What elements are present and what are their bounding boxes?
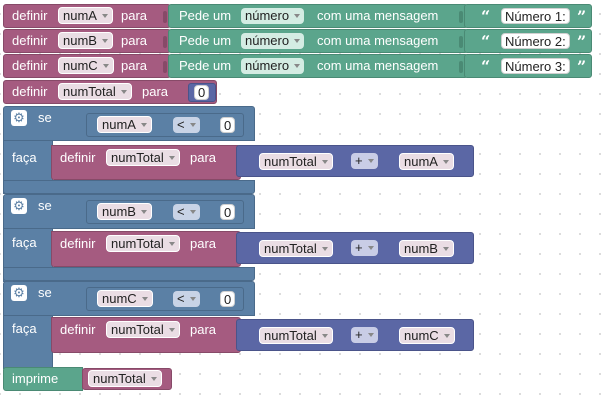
operator-dropdown[interactable]: < bbox=[173, 117, 200, 133]
set-keyword: definir bbox=[12, 8, 48, 23]
set-numTotal-block[interactable]: definir numTotal para bbox=[3, 80, 217, 104]
compare-block-2[interactable]: numB < 0 bbox=[86, 200, 244, 224]
number-field[interactable]: 0 bbox=[220, 204, 236, 220]
close-quote-icon: ” bbox=[577, 7, 587, 26]
number-field[interactable]: 0 bbox=[194, 85, 210, 100]
print-block[interactable]: imprime bbox=[3, 367, 83, 391]
input-socket bbox=[459, 36, 463, 48]
operator-dropdown[interactable]: + bbox=[351, 327, 378, 343]
text-block-2[interactable]: “ Número 2: ” bbox=[464, 29, 592, 53]
variable-dropdown-numA[interactable]: numA bbox=[97, 116, 152, 133]
gear-icon[interactable]: ⚙ bbox=[11, 198, 27, 214]
prompt-type-dropdown[interactable]: número bbox=[241, 33, 305, 49]
open-quote-icon: “ bbox=[481, 32, 491, 51]
variable-dropdown-numTotal[interactable]: numTotal bbox=[259, 240, 333, 257]
prompt-type-dropdown[interactable]: número bbox=[241, 58, 305, 74]
number-block[interactable]: 0 bbox=[188, 83, 216, 102]
set-keyword: definir bbox=[60, 322, 96, 337]
if-keyword: se bbox=[38, 285, 52, 300]
variable-dropdown-numTotal[interactable]: numTotal bbox=[58, 83, 132, 100]
set-numTotal-block[interactable]: definir numTotal para bbox=[51, 231, 241, 267]
if-foot-1 bbox=[3, 180, 255, 194]
to-keyword: para bbox=[121, 58, 148, 73]
variable-dropdown-numB[interactable]: numB bbox=[97, 203, 152, 220]
gear-icon[interactable]: ⚙ bbox=[11, 110, 27, 126]
compare-block-3[interactable]: numC < 0 bbox=[86, 287, 244, 311]
input-socket bbox=[163, 61, 167, 73]
operator-dropdown[interactable]: < bbox=[173, 291, 200, 307]
variable-dropdown-numTotal[interactable]: numTotal bbox=[106, 321, 180, 338]
set-numTotal-block[interactable]: definir numTotal para bbox=[51, 145, 241, 180]
set-keyword: definir bbox=[12, 33, 48, 48]
prompt-keyword: Pede um bbox=[179, 33, 232, 48]
open-quote-icon: “ bbox=[481, 7, 491, 26]
variable-dropdown-numA[interactable]: numA bbox=[399, 153, 454, 170]
number-field[interactable]: 0 bbox=[220, 291, 236, 307]
variable-dropdown-numTotal[interactable]: numTotal bbox=[106, 149, 180, 166]
operator-dropdown[interactable]: + bbox=[351, 153, 378, 169]
prompt-number-block-2[interactable]: Pede um número com uma mensagem bbox=[168, 29, 468, 53]
with-message-keyword: com uma mensagem bbox=[317, 33, 439, 48]
variable-dropdown-numC[interactable]: numC bbox=[399, 327, 455, 344]
if-keyword: se bbox=[38, 110, 52, 125]
set-keyword: definir bbox=[12, 58, 48, 73]
set-numB-block[interactable]: definir numB para bbox=[3, 29, 171, 53]
to-keyword: para bbox=[190, 150, 217, 165]
variable-dropdown-numTotal[interactable]: numTotal bbox=[259, 327, 333, 344]
input-socket bbox=[459, 61, 463, 73]
do-keyword: faça bbox=[12, 235, 37, 250]
arithmetic-block-3[interactable]: numTotal + numC bbox=[236, 319, 474, 351]
input-socket bbox=[163, 36, 167, 48]
compare-block-1[interactable]: numA < 0 bbox=[86, 113, 244, 137]
variable-dropdown-numTotal[interactable]: numTotal bbox=[88, 370, 162, 387]
prompt-type-dropdown[interactable]: número bbox=[241, 8, 305, 24]
number-field[interactable]: 0 bbox=[220, 117, 236, 133]
operator-dropdown[interactable]: < bbox=[173, 204, 200, 220]
to-keyword: para bbox=[190, 236, 217, 251]
set-keyword: definir bbox=[60, 150, 96, 165]
close-quote-icon: ” bbox=[577, 32, 587, 51]
set-numTotal-block[interactable]: definir numTotal para bbox=[51, 317, 241, 353]
variable-dropdown-numB[interactable]: numB bbox=[399, 240, 454, 257]
text-field[interactable]: Número 3: bbox=[501, 58, 570, 74]
if-foot-2 bbox=[3, 267, 255, 281]
variable-dropdown-numB[interactable]: numB bbox=[58, 32, 113, 49]
open-quote-icon: “ bbox=[481, 57, 491, 76]
variable-dropdown-numC[interactable]: numC bbox=[58, 57, 114, 74]
input-socket bbox=[163, 11, 167, 23]
variable-dropdown-numC[interactable]: numC bbox=[97, 290, 153, 307]
prompt-number-block-1[interactable]: Pede um número com uma mensagem bbox=[168, 4, 468, 28]
with-message-keyword: com uma mensagem bbox=[317, 8, 439, 23]
with-message-keyword: com uma mensagem bbox=[317, 58, 439, 73]
set-numC-block[interactable]: definir numC para bbox=[3, 54, 171, 78]
gear-icon[interactable]: ⚙ bbox=[11, 285, 27, 301]
variable-dropdown-numTotal[interactable]: numTotal bbox=[106, 235, 180, 252]
text-field[interactable]: Número 2: bbox=[501, 33, 570, 49]
do-keyword: faça bbox=[12, 150, 37, 165]
text-field[interactable]: Número 1: bbox=[501, 8, 570, 24]
arithmetic-block-2[interactable]: numTotal + numB bbox=[236, 232, 474, 264]
set-keyword: definir bbox=[60, 236, 96, 251]
input-socket bbox=[459, 11, 463, 23]
variable-get-block[interactable]: numTotal bbox=[82, 368, 172, 390]
operator-dropdown[interactable]: + bbox=[351, 240, 378, 256]
prompt-number-block-3[interactable]: Pede um número com uma mensagem bbox=[168, 54, 468, 78]
text-block-1[interactable]: “ Número 1: ” bbox=[464, 4, 592, 28]
do-keyword: faça bbox=[12, 321, 37, 336]
to-keyword: para bbox=[142, 84, 169, 99]
set-numA-block[interactable]: definir numA para bbox=[3, 4, 171, 28]
set-keyword: definir bbox=[12, 84, 48, 99]
prompt-keyword: Pede um bbox=[179, 58, 232, 73]
variable-dropdown-numA[interactable]: numA bbox=[58, 7, 113, 24]
arithmetic-block-1[interactable]: numTotal + numA bbox=[236, 145, 474, 177]
if-keyword: se bbox=[38, 198, 52, 213]
print-keyword: imprime bbox=[12, 371, 59, 386]
close-quote-icon: ” bbox=[577, 57, 587, 76]
variable-dropdown-numTotal[interactable]: numTotal bbox=[259, 153, 333, 170]
to-keyword: para bbox=[190, 322, 217, 337]
prompt-keyword: Pede um bbox=[179, 8, 232, 23]
to-keyword: para bbox=[121, 33, 148, 48]
to-keyword: para bbox=[121, 8, 148, 23]
text-block-3[interactable]: “ Número 3: ” bbox=[464, 54, 592, 78]
